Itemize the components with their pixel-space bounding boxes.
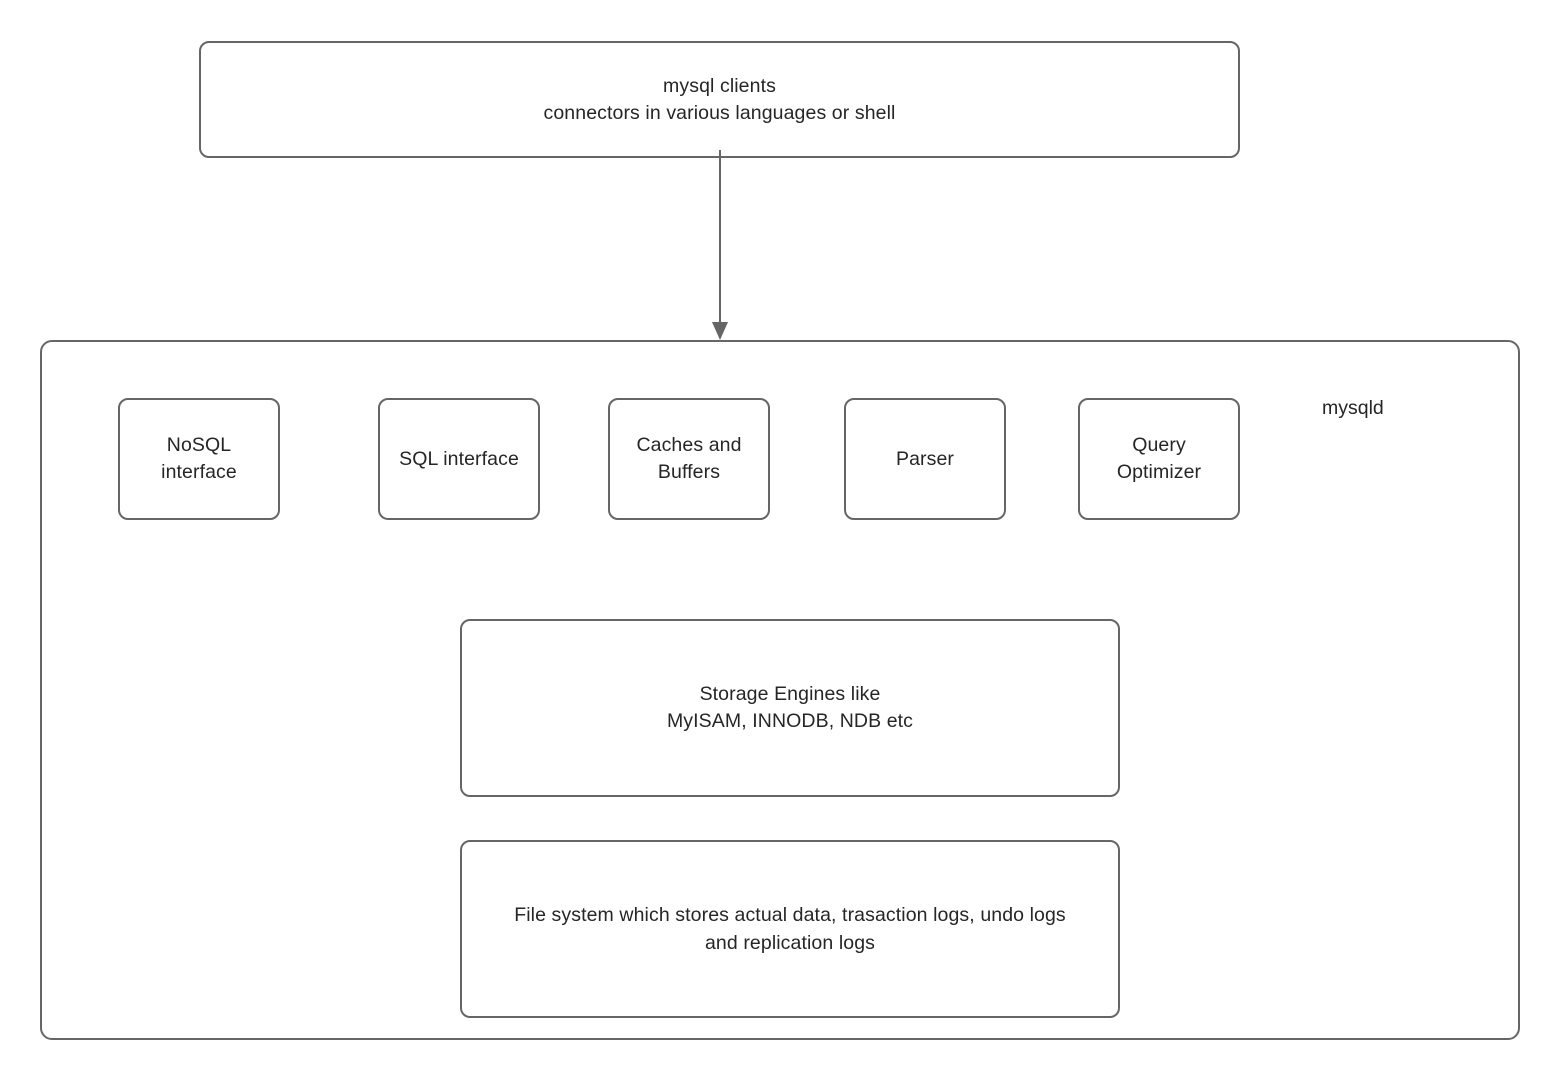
component-label-query-optimizer: Query Optimizer <box>1116 434 1202 483</box>
mysql-clients-label: mysql clients connectors in various lang… <box>543 74 896 124</box>
arrow-head-icon <box>712 322 728 340</box>
file-system-box: File system which stores actual data, tr… <box>460 840 1120 1018</box>
storage-engines-label: Storage Engines like MyISAM, INNODB, NDB… <box>666 683 914 732</box>
component-box-nosql-interface: NoSQL interface <box>118 398 280 520</box>
mysql-clients-box: mysql clients connectors in various lang… <box>199 41 1240 158</box>
component-box-sql-interface: SQL interface <box>378 398 540 520</box>
clients-to-mysqld-arrow <box>712 150 728 340</box>
file-system-label: File system which stores actual data, tr… <box>514 904 1066 954</box>
storage-engines-box: Storage Engines like MyISAM, INNODB, NDB… <box>460 619 1120 797</box>
component-label-nosql-interface: NoSQL interface <box>161 434 237 483</box>
component-box-query-optimizer: Query Optimizer <box>1078 398 1240 520</box>
component-box-parser: Parser <box>844 398 1006 520</box>
component-box-caches-and-buffers: Caches and Buffers <box>608 398 770 520</box>
mysqld-label: mysqld <box>1322 397 1384 419</box>
component-label-caches-and-buffers: Caches and Buffers <box>636 434 742 483</box>
component-label-sql-interface: SQL interface <box>399 447 519 470</box>
component-label-parser: Parser <box>895 447 955 470</box>
